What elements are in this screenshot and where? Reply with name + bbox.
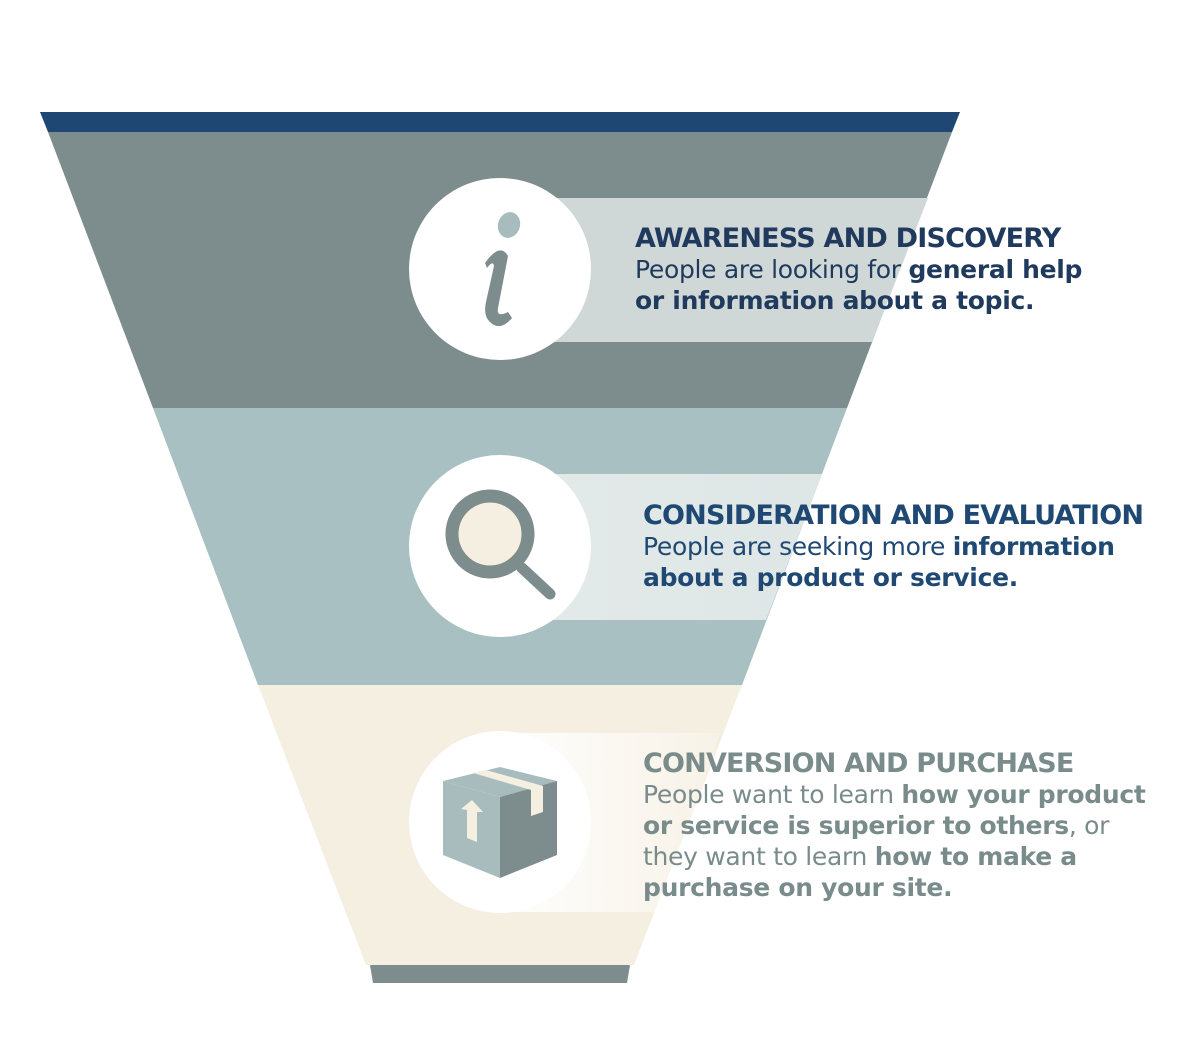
stage-description: People want to learn how your product or… — [643, 779, 1163, 903]
desc-part-bold: how to make a purchase on your site. — [643, 842, 1077, 902]
magnifier-icon — [409, 455, 591, 637]
desc-part-bold: how your product or service is superior … — [643, 780, 1146, 840]
stage-awareness: AWARENESS AND DISCOVERY People are looki… — [635, 223, 1105, 316]
stage-title: CONVERSION AND PURCHASE — [643, 748, 1074, 779]
desc-part: People want to learn — [643, 780, 902, 809]
desc-part: People are looking for — [635, 255, 909, 284]
stage-conversion: CONVERSION AND PURCHASE People want to l… — [643, 748, 1163, 903]
funnel-top-bar — [40, 112, 960, 132]
stage-title: AWARENESS AND DISCOVERY — [635, 223, 1061, 254]
stage-consideration: CONSIDERATION AND EVALUATION People are … — [643, 500, 1144, 593]
stage-1-text-strip — [500, 198, 928, 342]
package-icon — [409, 731, 591, 913]
stage-title: CONSIDERATION AND EVALUATION — [643, 500, 1144, 531]
desc-part: , or they want to learn — [643, 811, 1110, 871]
desc-part: People are seeking more — [643, 532, 953, 561]
info-icon — [409, 178, 591, 360]
stage-description: People are seeking more information abou… — [643, 531, 1143, 593]
funnel-bottom-bar — [370, 965, 630, 983]
stage-description: People are looking for general help or i… — [635, 254, 1105, 316]
desc-part-bold: general help or information about a topi… — [635, 255, 1083, 315]
desc-part-bold: information about a product or service. — [643, 532, 1115, 592]
